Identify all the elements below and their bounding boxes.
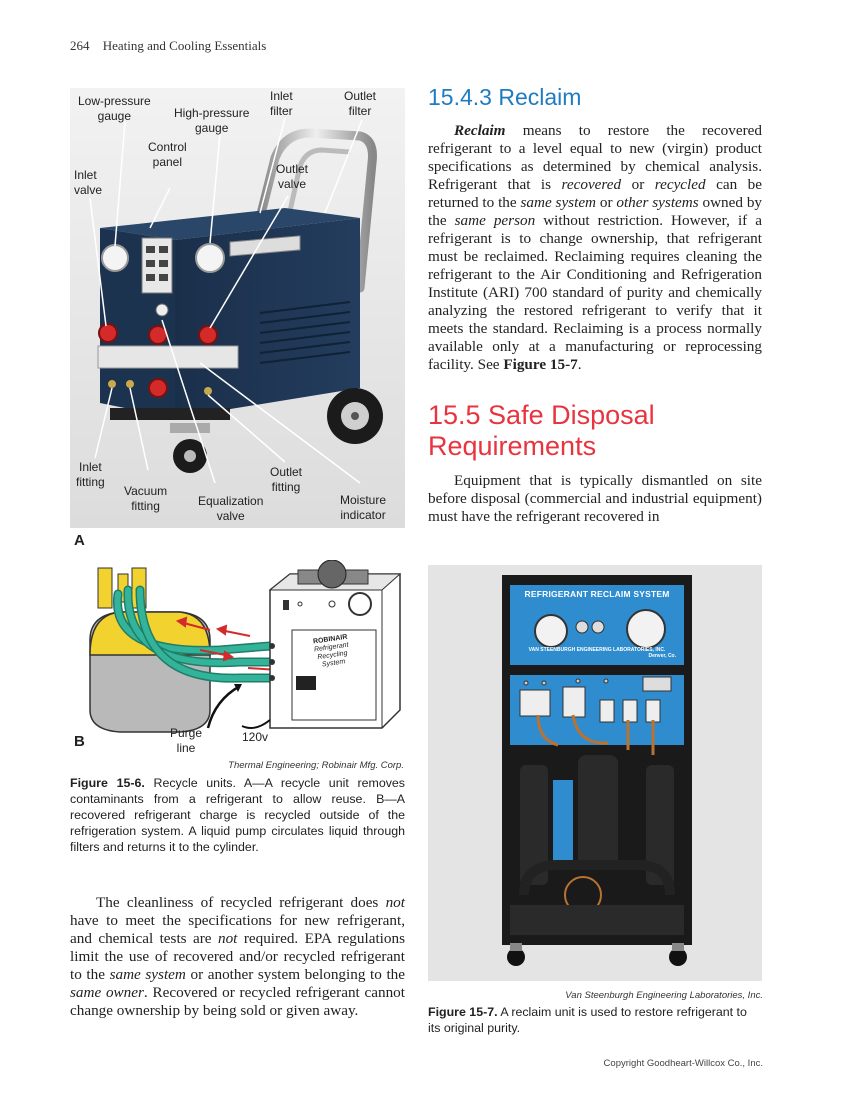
reclaim-maker-plate: VAN STEENBURGH ENGINEERING LABORATORIES,…	[528, 647, 676, 659]
recycle-cylinder-diagram	[89, 559, 402, 733]
panel-letter-b: B	[74, 733, 85, 750]
label-high-pressure-gauge: High-pressure gauge	[174, 106, 250, 135]
panel-letter-a: A	[74, 532, 85, 549]
reclaim-paragraph: Reclaim means to restore the recovered r…	[428, 122, 763, 373]
label-voltage: 120v	[242, 730, 269, 744]
reclaim-unit-illustration	[428, 565, 762, 981]
figure-15-6-b-drawing: ROBINAIR Refrigerant Recycling System Pu…	[70, 559, 405, 755]
label-equalization-valve: Equalization valve	[198, 494, 264, 523]
label-inlet-fitting: Inlet fitting	[76, 460, 105, 489]
safe-disposal-paragraph: Equipment that is typically dismantled o…	[428, 472, 762, 525]
heading-15-5: 15.5 Safe Disposal Requirements	[428, 400, 655, 461]
recycled-refrigerant-paragraph: The cleanliness of recycled refrigerant …	[70, 894, 405, 1019]
reclaim-panel-title: REFRIGERANT RECLAIM SYSTEM	[524, 589, 670, 599]
label-low-pressure-gauge: Low-pressure gauge	[78, 94, 151, 123]
figure-15-7-photo: REFRIGERANT RECLAIM SYSTEM VAN STEENBURG…	[428, 565, 762, 981]
label-outlet-valve: Outlet valve	[276, 162, 309, 191]
figure-15-6-caption: Figure 15-6. Recycle units. A—A recycle …	[70, 776, 405, 854]
label-vacuum-fitting: Vacuum fitting	[124, 484, 168, 513]
book-title: Heating and Cooling Essentials	[102, 38, 267, 53]
heading-15-4-3: 15.4.3 Reclaim	[428, 84, 582, 110]
label-control-panel: Control panel	[148, 140, 187, 169]
label-outlet-filter: Outlet filter	[344, 89, 377, 118]
running-header: 264 Heating and Cooling Essentials	[70, 38, 266, 54]
figure-15-7-reference: Figure 15-7	[503, 356, 578, 373]
recycle-unit-illustration	[70, 88, 405, 528]
figure-15-6-a-photo: Low-pressure gauge High-pressure gauge I…	[70, 88, 405, 528]
label-inlet-filter: Inlet filter	[270, 89, 293, 118]
figure-15-6-credit: Thermal Engineering; Robinair Mfg. Corp.	[228, 760, 404, 771]
page-number: 264	[70, 38, 90, 53]
label-moisture-indicator: Moisture indicator	[340, 493, 387, 522]
label-outlet-fitting: Outlet fitting	[270, 465, 303, 494]
label-purge-line: Purge line	[170, 726, 203, 755]
figure-15-7-caption: Figure 15-7. A reclaim unit is used to r…	[428, 1005, 747, 1035]
figure-15-7-credit: Van Steenburgh Engineering Laboratories,…	[565, 990, 763, 1001]
label-inlet-valve: Inlet valve	[74, 168, 103, 197]
copyright-footer: Copyright Goodheart-Willcox Co., Inc.	[603, 1058, 763, 1069]
